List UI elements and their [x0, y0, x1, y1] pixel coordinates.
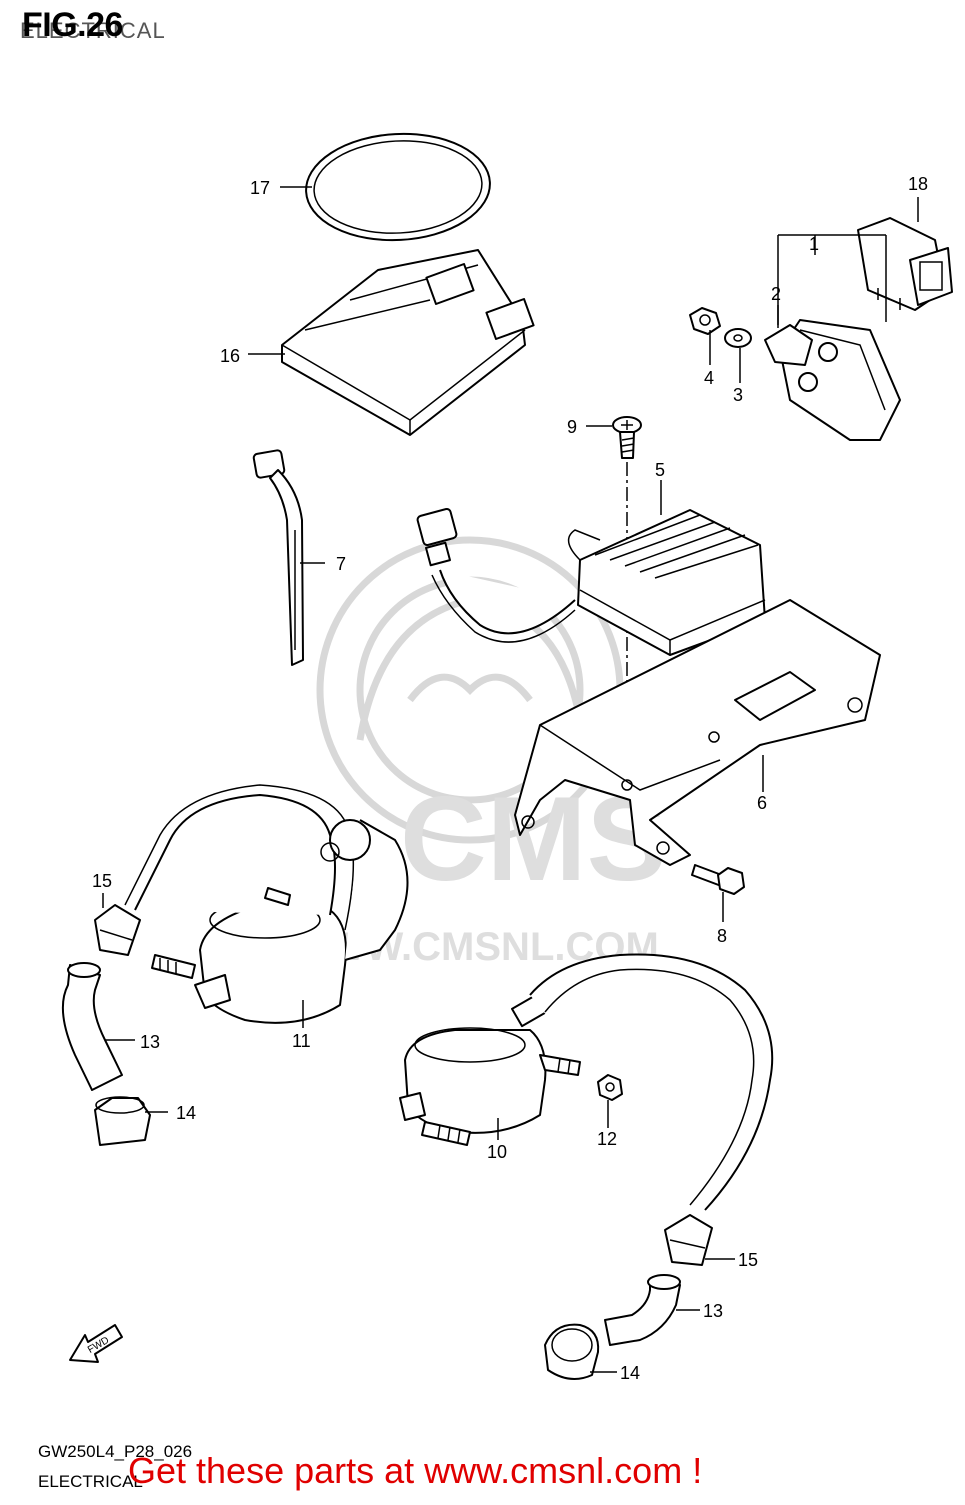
part-18-connector[interactable] — [857, 217, 953, 311]
callout-18[interactable]: 18 — [908, 174, 928, 194]
callout-1[interactable]: 1 — [809, 234, 819, 254]
figure-subtitle: ELECTRICAL — [20, 18, 166, 43]
part-10-ht-lead[interactable] — [529, 953, 774, 1211]
part-11-ignition-coil[interactable] — [124, 784, 409, 1024]
figure-name: ELECTRICAL — [38, 1472, 143, 1491]
callout-4[interactable]: 4 — [704, 368, 714, 388]
callout-2[interactable]: 2 — [771, 284, 781, 304]
part-5-regulator-rectifier[interactable] — [416, 508, 766, 656]
part-4-nut[interactable] — [689, 307, 721, 335]
callout-17[interactable]: 17 — [250, 178, 270, 198]
part-9-bolt[interactable] — [612, 416, 642, 459]
part-13-plug-cap-upper[interactable] — [61, 962, 123, 1091]
callout-9[interactable]: 9 — [567, 417, 577, 437]
part-13-plug-cap-lower[interactable] — [604, 1274, 681, 1346]
figure-code: GW250L4_P28_026 — [38, 1442, 193, 1461]
fwd-arrow-icon: FWD — [69, 1324, 123, 1363]
part-12-nut[interactable] — [597, 1074, 623, 1101]
callout-13-upper[interactable]: 13 — [140, 1032, 160, 1052]
figure-title: FIG.26 — [22, 6, 123, 44]
part-17-o-ring[interactable] — [303, 129, 492, 244]
callout-10[interactable]: 10 — [487, 1142, 507, 1162]
callout-7[interactable]: 7 — [336, 554, 346, 574]
callout-15-lower[interactable]: 15 — [738, 1250, 758, 1270]
part-1-starter-relay[interactable] — [764, 319, 901, 441]
part-15-seal-upper[interactable] — [94, 904, 141, 956]
callout-14-lower[interactable]: 14 — [620, 1363, 640, 1383]
callout-5[interactable]: 5 — [655, 460, 665, 480]
callout-13-lower[interactable]: 13 — [703, 1301, 723, 1321]
part-10-ignition-coil[interactable] — [399, 992, 581, 1146]
callouts: 17 16 18 1 2 4 3 9 5 7 6 8 15 13 14 11 1… — [92, 174, 928, 1383]
part-8-bolt[interactable] — [691, 864, 745, 895]
callout-12[interactable]: 12 — [597, 1129, 617, 1149]
part-15-seal-lower[interactable] — [664, 1214, 713, 1266]
shop-banner-link[interactable]: Get these parts at www.cmsnl.com ! — [128, 1450, 703, 1491]
leader-lines — [102, 186, 919, 1373]
part-14-boot-upper[interactable] — [94, 1096, 151, 1146]
callout-16[interactable]: 16 — [220, 346, 240, 366]
part-3-washer[interactable] — [724, 328, 752, 348]
callout-14-upper[interactable]: 14 — [176, 1103, 196, 1123]
callout-3[interactable]: 3 — [733, 385, 743, 405]
part-16-ecm[interactable] — [281, 249, 535, 436]
part-14-boot-lower[interactable] — [544, 1323, 600, 1380]
part-6-bracket[interactable] — [514, 599, 881, 866]
callout-8[interactable]: 8 — [717, 926, 727, 946]
callout-6[interactable]: 6 — [757, 793, 767, 813]
callout-15-upper[interactable]: 15 — [92, 871, 112, 891]
callout-11[interactable]: 11 — [292, 1031, 311, 1051]
part-7-cable-tie[interactable] — [252, 449, 304, 666]
